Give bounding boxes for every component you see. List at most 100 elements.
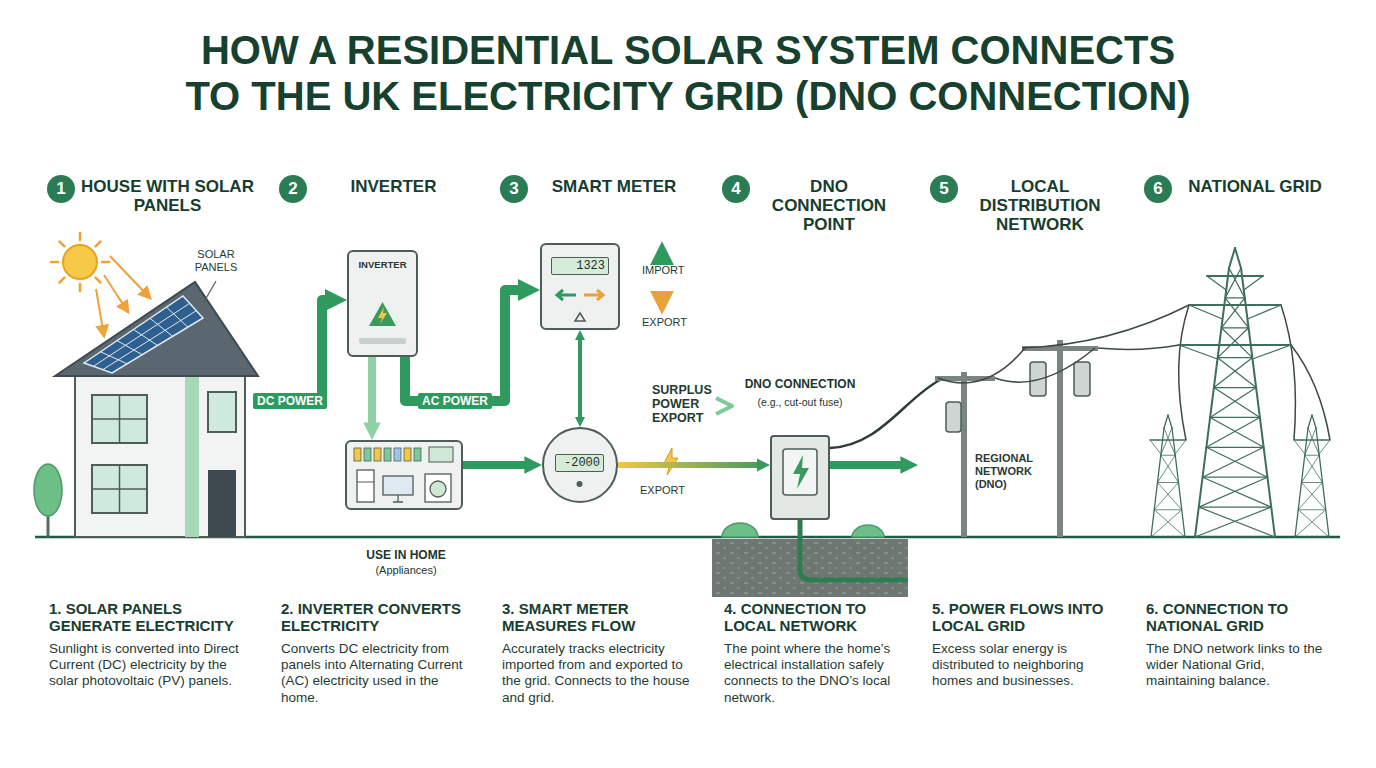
- component-icon: [404, 448, 411, 461]
- step-panel: 1. SOLAR PANELS GENERATE ELECTRICITY: [49, 600, 250, 635]
- label-layer: EXPORT: [640, 484, 685, 497]
- flow-arrow: [830, 461, 906, 469]
- house: [185, 376, 199, 537]
- step-panel: NATIONAL GRID: [1178, 177, 1332, 196]
- flow-arrow: [578, 337, 582, 420]
- arrow-label: AC POWER: [418, 393, 492, 409]
- pylon: [1210, 417, 1260, 418]
- step-panel: Excess solar energy is distributed to ne…: [932, 641, 1112, 690]
- sun: [96, 242, 101, 247]
- component-icon: [414, 448, 421, 461]
- pylon: [1305, 428, 1316, 455]
- pylon: [1221, 327, 1248, 328]
- component-icon: [378, 307, 387, 324]
- sunlight-arrow: [96, 289, 104, 336]
- pylon: [1214, 387, 1256, 388]
- component-icon: [364, 448, 371, 461]
- consumer-unit: USE IN HOME: [326, 548, 486, 562]
- pylon: [1214, 358, 1252, 388]
- power-line: [1098, 345, 1179, 349]
- step-panel: The DNO network links to the wider Natio…: [1146, 641, 1328, 690]
- step-panel: 6NATIONAL GRID6. CONNECTION TO NATIONAL …: [1132, 163, 1340, 740]
- bush: [852, 525, 884, 537]
- pylon: [1203, 477, 1268, 478]
- power-line: [995, 348, 1095, 382]
- house: [92, 395, 147, 443]
- component-icon: [383, 476, 413, 495]
- pylon: [1305, 455, 1320, 456]
- sunlight-arrow: [104, 275, 128, 312]
- solar-panel-array: [93, 303, 189, 366]
- callout-label: EXPORT: [642, 316, 687, 329]
- label-layer: REGIONAL NETWORK (DNO): [975, 452, 1055, 491]
- tree: [34, 464, 62, 516]
- panel-heading: SMART METER: [534, 177, 694, 196]
- step-panel: Sunlight is converted into Direct Curren…: [49, 641, 250, 690]
- pylon: [1218, 358, 1256, 388]
- utility-pole: [961, 372, 967, 537]
- sun: [79, 284, 82, 291]
- panel-heading: INVERTER: [313, 177, 474, 196]
- step-panel: 3: [500, 175, 528, 203]
- pylon: [1206, 447, 1263, 448]
- pylon: [1207, 275, 1263, 277]
- callout-label: SOLAR PANELS: [184, 248, 248, 273]
- step-panel: Accurately tracks electricity imported f…: [502, 641, 690, 707]
- component-icon: [394, 448, 401, 461]
- step-panel: 5: [930, 175, 958, 203]
- cutout-box: DNO CONNECTION: [715, 377, 885, 391]
- component-icon: [430, 481, 446, 497]
- meter-reading: -2000: [555, 454, 604, 472]
- step-panel: 3 SMART METER 3. SMART METER MEASURES FLOW…: [488, 163, 702, 740]
- step-panel: LOCAL DISTRIBUTION NETWORK: [964, 177, 1116, 234]
- import-export-arrows: [661, 246, 664, 310]
- component-icon: [357, 482, 374, 483]
- pylon: [1295, 537, 1329, 538]
- pylon: [1253, 345, 1291, 359]
- step-panel: INVERTER: [313, 177, 474, 196]
- leader-line: [204, 281, 216, 302]
- pylon: [1164, 428, 1175, 455]
- pylon: [1210, 417, 1264, 447]
- sun: [51, 261, 58, 264]
- pylon: [1195, 536, 1275, 537]
- step-panel: 2. INVERTER CONVERTS ELECTRICITY: [281, 600, 470, 635]
- lightning-symbol: [664, 448, 678, 475]
- component-icon: [425, 474, 451, 502]
- underground-soil: [800, 520, 908, 580]
- surplus-chevron: [716, 398, 732, 414]
- pylon: [1229, 248, 1235, 268]
- callout-label: REGIONAL NETWORK (DNO): [975, 452, 1055, 491]
- pylon: [1161, 428, 1172, 455]
- pylon: [1218, 328, 1249, 358]
- import-export-arrows: [661, 246, 664, 262]
- pylon: [1235, 248, 1241, 268]
- step-panel: 4DNO CONNECTION POINT4. CONNECTION TO LO…: [710, 163, 910, 740]
- step-panel: 3. SMART METER MEASURES FLOW: [502, 600, 690, 635]
- component-icon: [357, 470, 374, 502]
- pylon: [1175, 440, 1186, 454]
- pylon: [1179, 344, 1291, 346]
- step-panel: SMART METER: [534, 177, 694, 196]
- step-panel: 6. CONNECTION TO NATIONAL GRID: [1146, 600, 1328, 635]
- step-description: The DNO network links to the wider Natio…: [1146, 641, 1328, 690]
- sun: [79, 233, 82, 240]
- arrow-label: DC POWER: [253, 393, 327, 409]
- sunlight-arrow: [110, 256, 150, 298]
- sun: [63, 245, 97, 279]
- panel-heading: DNO CONNECTION POINT: [756, 177, 902, 234]
- pylon: [1199, 507, 1271, 508]
- smart-meter: 1323: [551, 257, 609, 275]
- solar-panel-array: [84, 296, 203, 373]
- house: [55, 282, 258, 537]
- flow-arrow: [368, 357, 376, 428]
- pylon: [1225, 298, 1248, 328]
- step-title: 6. CONNECTION TO NATIONAL GRID: [1146, 600, 1328, 635]
- pylon: [1154, 483, 1178, 510]
- pylon: [1244, 276, 1263, 290]
- diagram-title: HOW A RESIDENTIAL SOLAR SYSTEM CONNECTS …: [88, 28, 1288, 119]
- pylon: [1206, 447, 1267, 477]
- sun: [51, 233, 109, 291]
- component-icon: [557, 290, 576, 300]
